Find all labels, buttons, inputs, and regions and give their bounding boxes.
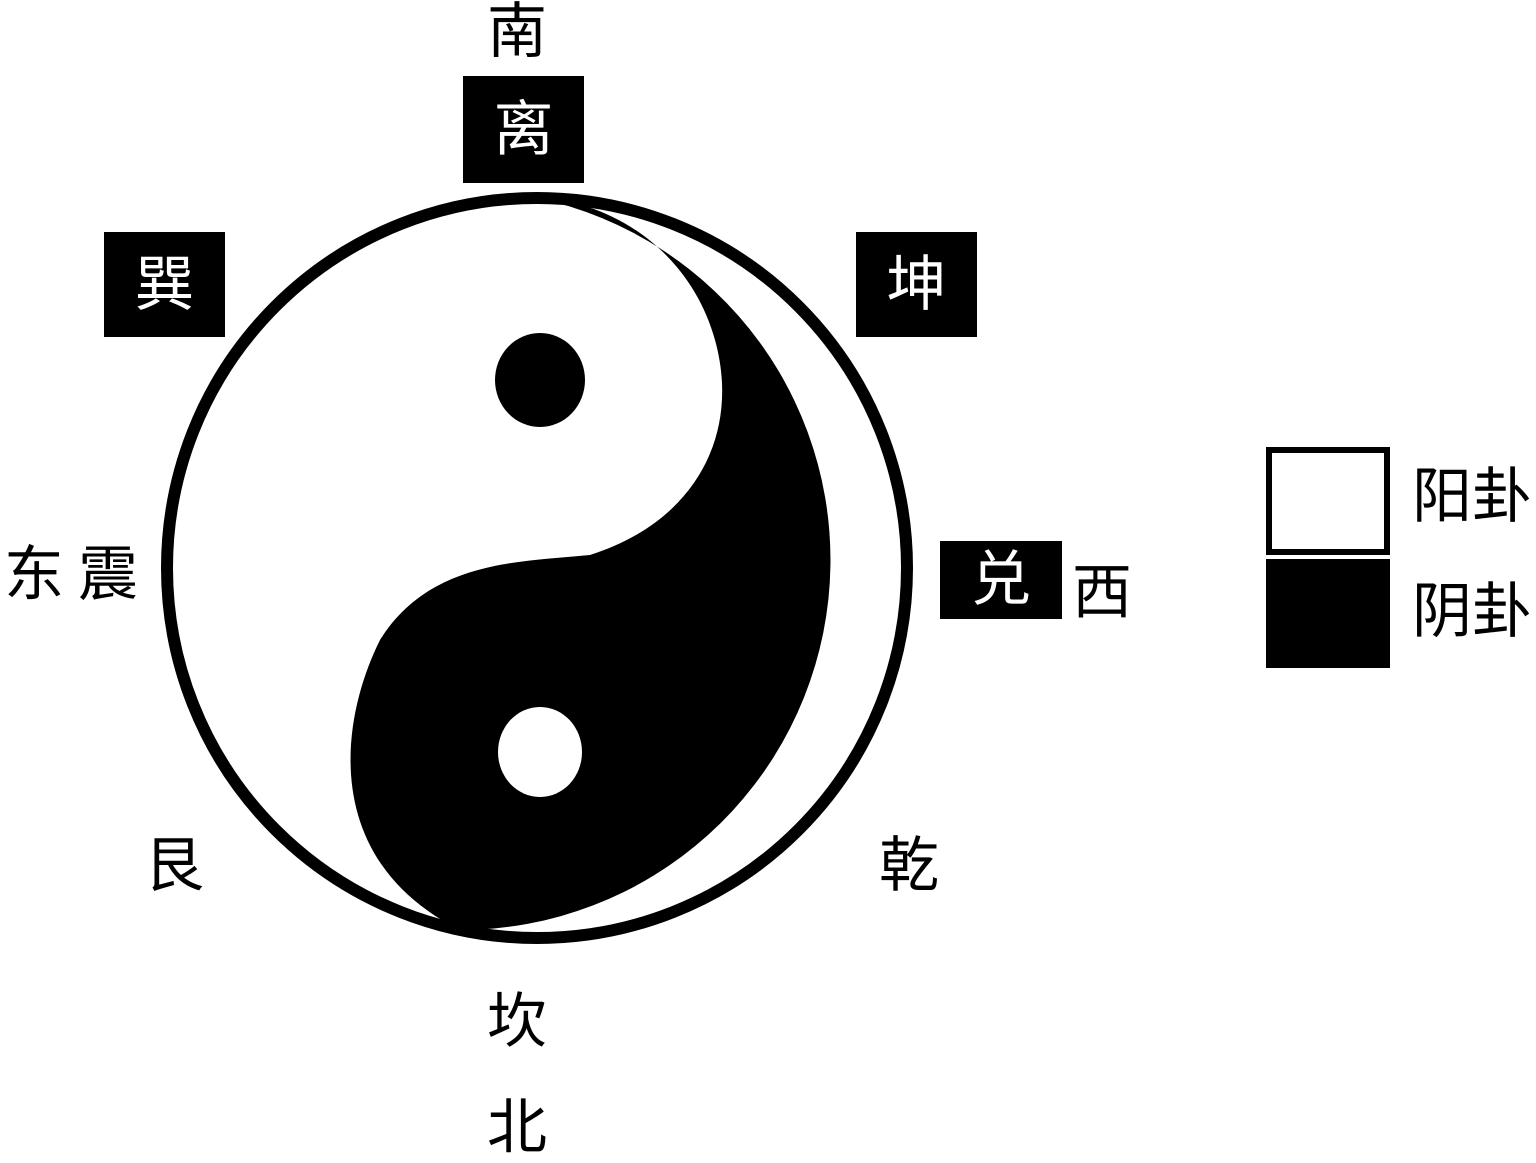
trigram-xun-box: 巽 — [104, 232, 225, 337]
taiji-yin-half — [350, 198, 831, 931]
trigram-dui-label: 兑 — [971, 545, 1031, 615]
trigram-zhen-label: 震 — [78, 540, 138, 610]
yang-dot — [498, 707, 582, 797]
trigram-xun-label: 巽 — [134, 249, 195, 320]
trigram-li-box: 离 — [463, 76, 584, 183]
direction-west: 西 — [1072, 558, 1132, 628]
trigram-kun-box: 坤 — [856, 232, 977, 337]
direction-east: 东 — [4, 540, 64, 610]
trigram-kan-label: 坎 — [487, 987, 547, 1057]
trigram-dui-box: 兑 — [940, 541, 1062, 619]
trigram-gen-label: 艮 — [144, 831, 204, 901]
legend-yin-swatch — [1266, 559, 1390, 668]
direction-north: 北 — [487, 1093, 547, 1163]
direction-south: 南 — [487, 0, 547, 67]
legend-yin-label: 阴卦 — [1412, 577, 1532, 647]
trigram-qian-label: 乾 — [879, 831, 939, 901]
legend-yang-swatch — [1266, 447, 1390, 555]
legend-yang-label: 阳卦 — [1412, 462, 1532, 532]
trigram-li-label: 离 — [493, 94, 554, 165]
yin-dot — [495, 333, 585, 427]
trigram-kun-label: 坤 — [886, 249, 947, 320]
